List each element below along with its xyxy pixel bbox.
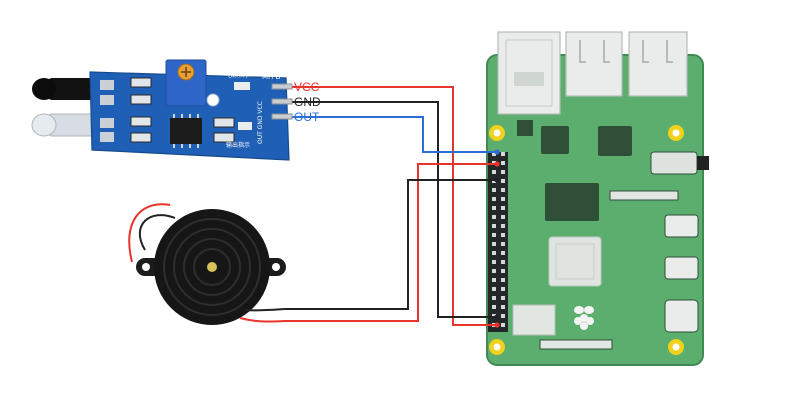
usb-port-2 <box>628 31 688 97</box>
camera-connector <box>539 339 613 350</box>
micro-hdmi-port-1 <box>664 214 699 238</box>
silk-model: MH-B <box>262 73 281 81</box>
gpio-pin <box>501 233 505 237</box>
gpio-pin <box>501 305 505 309</box>
ethernet-chip <box>598 126 632 156</box>
wire-sensor-vcc <box>292 86 497 326</box>
gpio-pin <box>501 206 505 210</box>
silk-power-led: 电源指示 <box>226 71 250 79</box>
silk-output-led: 输出指示 <box>226 141 250 149</box>
soc-inner <box>555 243 595 280</box>
pin-label-gnd: GND <box>294 95 321 109</box>
gpio-pin <box>492 197 496 201</box>
usb-controller-chip <box>541 126 569 154</box>
gpio-pin <box>492 296 496 300</box>
gpio-pin <box>501 215 505 219</box>
raspberry-pi-board <box>486 31 709 366</box>
gpio-pin <box>501 188 505 192</box>
gpio-pin <box>492 152 496 156</box>
ir-receiver-led <box>32 78 103 100</box>
gpio-pin <box>492 269 496 273</box>
gpio-pin <box>492 233 496 237</box>
gpio-pin <box>492 278 496 282</box>
gpio-pin <box>501 323 505 327</box>
wire-sensor-gnd <box>292 101 497 318</box>
gpio-pin <box>501 161 505 165</box>
wireless-module <box>512 304 556 336</box>
wires <box>285 86 500 328</box>
wire-buzzer-negative <box>285 179 497 310</box>
ir-sensor-module: 电源指示 MH-B 输出指示 OUT GND VCC <box>31 59 293 161</box>
raspberry-logo-icon <box>574 306 594 330</box>
gpio-pin <box>492 242 496 246</box>
usb-port-1 <box>565 31 623 97</box>
gpio-pin <box>492 215 496 219</box>
ethernet-port <box>497 31 561 115</box>
pin-label-vcc: VCC <box>294 80 320 94</box>
gpio-pin <box>501 152 505 156</box>
gpio-pin <box>501 170 505 174</box>
mounting-holes <box>489 125 684 355</box>
display-connector <box>609 190 679 201</box>
usb-c-power-port <box>664 299 699 333</box>
gpio-pin <box>501 278 505 282</box>
micro-hdmi-port-2 <box>664 256 699 280</box>
comparator-chip <box>170 114 202 148</box>
power-indicator-led <box>234 82 250 90</box>
wire-sensor-out <box>292 116 497 153</box>
ram-chip <box>545 183 599 221</box>
gpio-pin <box>501 179 505 183</box>
output-indicator-led <box>238 122 252 130</box>
ir-emitter-led <box>31 113 104 137</box>
gpio-pin <box>492 287 496 291</box>
poe-header <box>517 120 533 136</box>
pin-label-out: OUT <box>294 110 320 124</box>
gpio-pin <box>501 296 505 300</box>
gpio-pin <box>492 170 496 174</box>
gpio-pin <box>492 305 496 309</box>
gpio-pin <box>501 314 505 318</box>
sensor-header-pins <box>271 83 293 120</box>
sensor-mount-hole <box>206 93 220 107</box>
gpio-pin <box>501 251 505 255</box>
gpio-pin <box>492 206 496 210</box>
gpio-pin <box>501 224 505 228</box>
gpio-pin <box>492 224 496 228</box>
soc-chip <box>548 236 602 287</box>
gpio-pin <box>501 269 505 273</box>
gpio-pin <box>492 188 496 192</box>
silk-pin-labels: OUT GND VCC <box>257 101 264 144</box>
resistors <box>130 77 235 143</box>
gpio-pin <box>492 260 496 264</box>
gpio-pin <box>492 251 496 255</box>
audio-jack-icon <box>650 151 709 175</box>
buzzer <box>128 203 286 325</box>
gpio-pin <box>501 242 505 246</box>
wire-buzzer-positive <box>285 163 497 322</box>
potentiometer-knob <box>165 59 207 107</box>
gpio-pin <box>501 197 505 201</box>
gpio-pin <box>501 287 505 291</box>
gpio-pin <box>501 260 505 264</box>
